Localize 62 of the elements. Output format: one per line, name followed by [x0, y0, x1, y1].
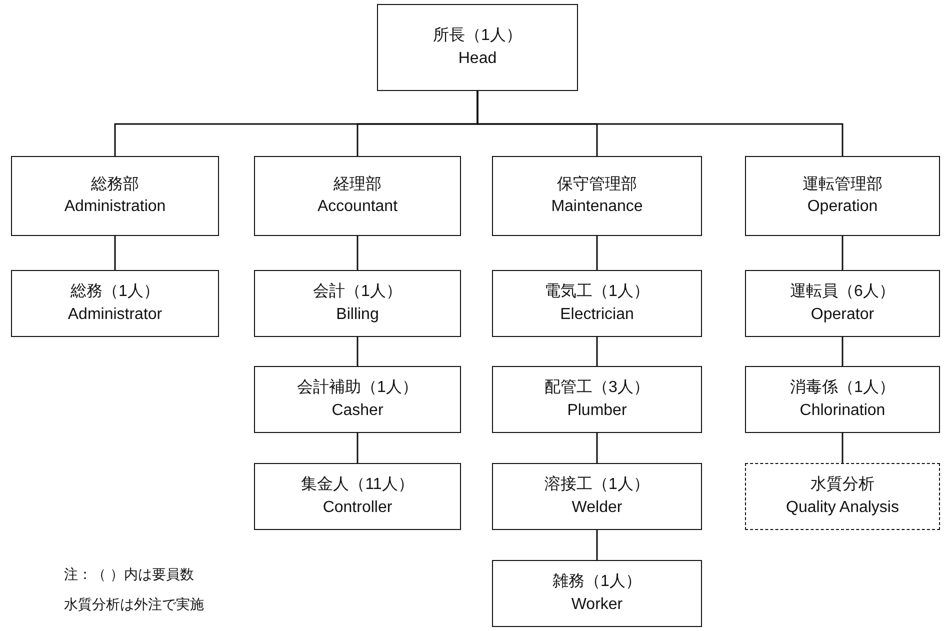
org-box	[11, 156, 219, 236]
japanese-title: 集金人（11人）	[301, 476, 414, 494]
connector-line	[842, 337, 844, 366]
japanese-title: 所長（1人）	[433, 27, 522, 46]
org-box	[745, 463, 940, 530]
english-title: Administrator	[68, 306, 162, 324]
english-title: Operation	[807, 198, 878, 216]
japanese-title: 経理部	[334, 176, 382, 194]
connector-line	[842, 236, 844, 270]
org-box	[254, 366, 461, 433]
english-title: Controller	[322, 498, 392, 517]
english-title: Worker	[571, 596, 623, 614]
connector-line	[356, 236, 358, 270]
japanese-title: 運転員（6人）	[790, 283, 895, 302]
japanese-title: 会計補助（1人）	[297, 379, 418, 398]
org-box	[377, 4, 578, 91]
connector-line	[596, 530, 598, 560]
japanese-title: 総務（1人）	[70, 283, 160, 302]
org-box	[745, 366, 940, 433]
english-title: Billing	[336, 306, 379, 324]
english-title: Quality Analysis	[786, 498, 899, 517]
connector-line	[114, 236, 116, 270]
english-title: Chlorination	[800, 402, 886, 420]
japanese-title: 会計（1人）	[313, 283, 402, 302]
english-title: Head	[458, 50, 497, 68]
connector-line	[596, 337, 598, 366]
connector-line	[596, 433, 598, 463]
org-box	[492, 156, 702, 236]
org-box	[254, 156, 461, 236]
english-title: Operator	[810, 306, 874, 324]
japanese-title: 総務部	[91, 176, 139, 194]
english-title: Welder	[572, 498, 622, 517]
note-text: 水質分析は外注で実施	[64, 596, 204, 614]
connector-line	[842, 433, 844, 463]
org-box	[11, 270, 219, 337]
english-title: Accountant	[317, 198, 398, 216]
english-title: Electrician	[560, 306, 634, 324]
org-box	[254, 270, 461, 337]
japanese-title: 配管工（3人）	[544, 379, 650, 398]
japanese-title: 溶接工（1人）	[544, 476, 650, 494]
connector-line	[356, 337, 358, 366]
japanese-title: 保守管理部	[557, 176, 637, 194]
org-box	[492, 270, 702, 337]
org-box	[254, 463, 461, 530]
connector-line	[356, 433, 358, 463]
japanese-title: 運転管理部	[802, 176, 882, 194]
english-title: Plumber	[567, 402, 627, 420]
japanese-title: 電気工（1人）	[544, 283, 650, 302]
connector-line	[476, 91, 844, 156]
org-box	[745, 270, 940, 337]
org-box	[492, 560, 702, 627]
note-text: 注：（ ）内は要員数	[64, 566, 194, 584]
org-box	[492, 463, 702, 530]
japanese-title: 消毒係（1人）	[790, 379, 895, 398]
english-title: Maintenance	[551, 198, 643, 216]
org-box	[745, 156, 940, 236]
connector-line	[596, 236, 598, 270]
org-box	[492, 366, 702, 433]
english-title: Administration	[64, 198, 166, 216]
japanese-title: 水質分析	[810, 476, 874, 494]
japanese-title: 雑務（1人）	[552, 573, 642, 592]
english-title: Casher	[332, 402, 384, 420]
